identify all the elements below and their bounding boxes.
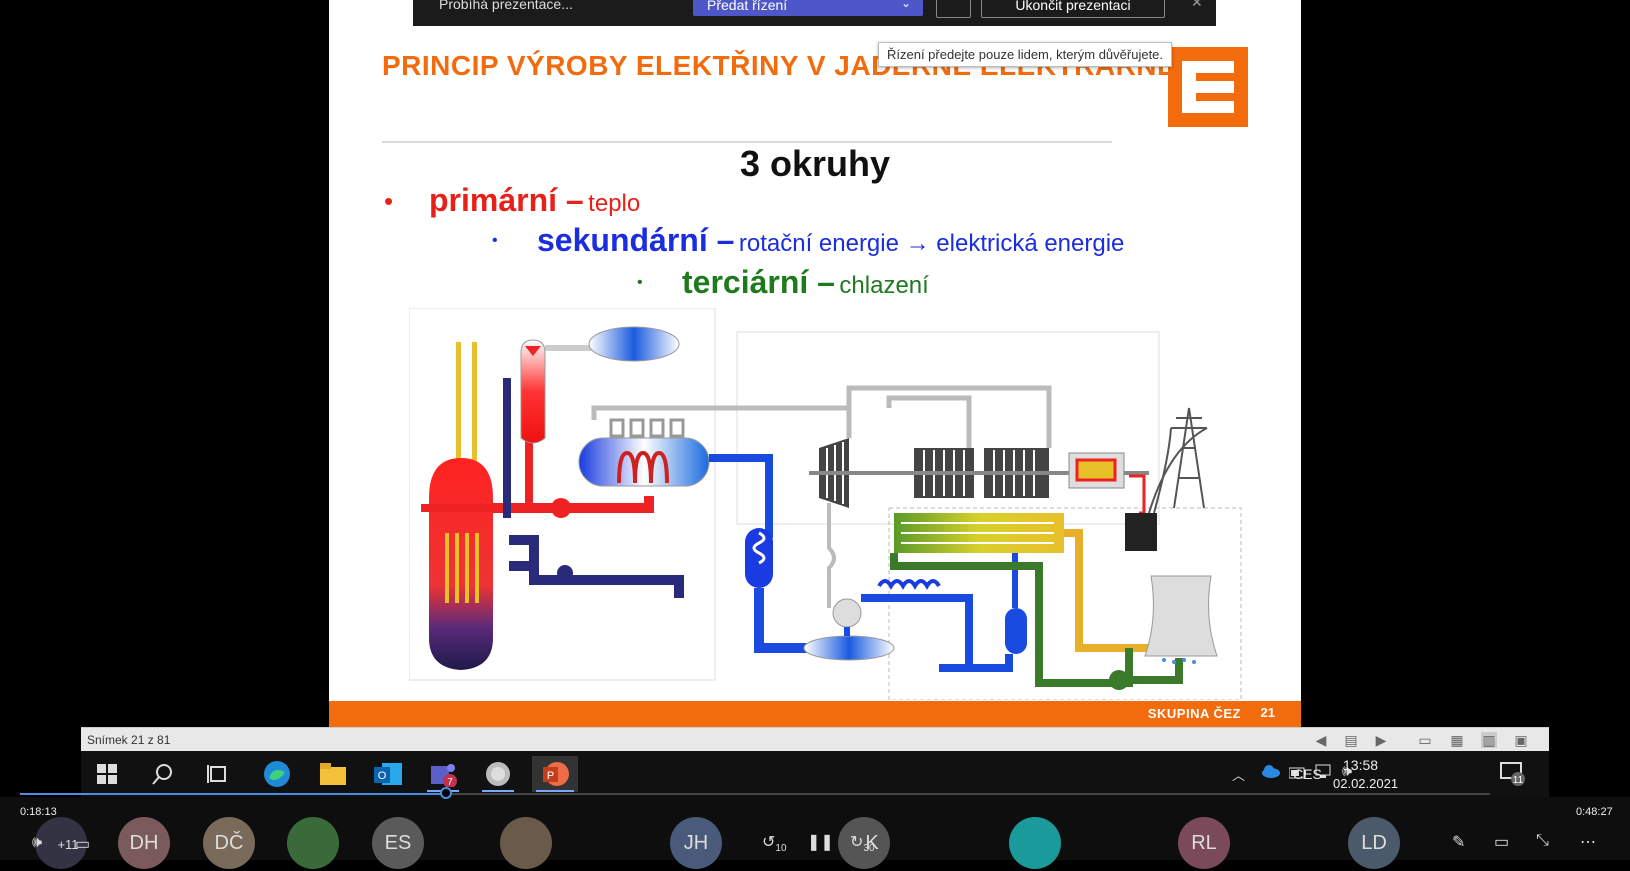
slideshow-icon[interactable]: ▣: [1514, 732, 1528, 748]
bullet-tertiary: • terciární – chlazení: [637, 264, 929, 300]
participant-avatar[interactable]: ES: [372, 817, 424, 869]
skip-back-icon[interactable]: ↺10: [762, 834, 787, 855]
participant-avatar-image[interactable]: [1009, 817, 1061, 869]
slide-footer: SKUPINA ČEZ 21: [329, 701, 1301, 727]
elapsed-time: 0:18:13: [20, 806, 57, 818]
handover-tooltip: Řízení předejte pouze lidem, kterým důvě…: [878, 42, 1173, 67]
playback-progress-fill: [20, 793, 447, 795]
previous-slide-icon[interactable]: ◀: [1315, 732, 1327, 748]
participant-avatar-photo[interactable]: [500, 817, 552, 869]
bullet-secondary-strong: sekundární –: [537, 222, 735, 258]
participant-avatar[interactable]: JH: [670, 817, 722, 869]
volume-icon[interactable]: 🕪: [1342, 763, 1353, 780]
normal-view-icon[interactable]: ▭: [1418, 732, 1432, 748]
footer-brand: SKUPINA ČEZ: [1147, 706, 1241, 721]
remaining-time: 0:48:27: [1576, 806, 1613, 818]
chevron-up-icon[interactable]: ︿: [1232, 768, 1246, 783]
skip-forward-icon[interactable]: ↻30: [850, 834, 875, 855]
svg-text:P: P: [547, 770, 554, 782]
bullet-primary-text: teplo: [588, 190, 641, 217]
notification-count: 11: [1513, 775, 1524, 786]
search-icon[interactable]: [143, 756, 183, 792]
more-participants-count: +11: [57, 837, 79, 852]
clock-date[interactable]: 02.02.2021: [1333, 776, 1399, 791]
presenting-status: Probíhá prezentace...: [439, 0, 573, 12]
presenter-toolbar: Probíhá prezentace... Předat řízení ⌄ Uk…: [413, 0, 1216, 26]
task-view-icon[interactable]: [198, 756, 238, 792]
participant-avatar[interactable]: RL: [1178, 817, 1230, 869]
next-slide-icon[interactable]: ▶: [1375, 732, 1387, 748]
collapse-icon[interactable]: ⤡: [1536, 832, 1549, 849]
windows-start-icon[interactable]: [87, 756, 127, 792]
close-icon[interactable]: ✕: [1191, 0, 1203, 10]
presentation-slide: PRINCIP VÝROBY ELEKTŘINY V JADERNÉ ELEKT…: [329, 0, 1301, 727]
windows-taskbar: O 7 P ︿ 🕪 CES 13:58 02.02.2021 11: [81, 751, 1549, 797]
end-presentation-button[interactable]: Ukončit prezentaci: [981, 0, 1165, 18]
teams-badge: 7: [447, 777, 453, 787]
edge-browser-icon[interactable]: [257, 756, 297, 792]
bullet-secondary-text: rotační energie → elektrická energie: [738, 230, 1125, 257]
slide-counter: Snímek 21 z 81: [87, 733, 171, 747]
title-divider: [382, 141, 1112, 143]
pen-icon[interactable]: ✎: [1452, 834, 1466, 851]
bullet-secondary: • sekundární – rotační energie → elektri…: [492, 222, 1125, 258]
language-indicator[interactable]: CES: [1293, 766, 1322, 782]
handover-label: Předat řízení: [707, 0, 788, 13]
volume-icon[interactable]: 🕪: [32, 834, 43, 851]
file-explorer-icon[interactable]: [313, 756, 353, 792]
participant-avatar-pepe[interactable]: [287, 817, 339, 869]
battery-icon[interactable]: [1288, 766, 1307, 784]
more-options-icon[interactable]: ⋯: [1580, 834, 1596, 851]
network-icon[interactable]: [1315, 764, 1335, 785]
outlook-icon[interactable]: O: [368, 756, 408, 792]
slide-heading: 3 okruhy: [739, 143, 891, 184]
onedrive-icon[interactable]: [1261, 764, 1281, 783]
teams-icon[interactable]: 7: [423, 756, 463, 792]
bullet-tertiary-strong: terciární –: [682, 264, 835, 300]
captions-icon[interactable]: ▭: [75, 836, 91, 853]
pause-icon[interactable]: ❚❚: [807, 834, 834, 851]
handover-control-dropdown[interactable]: Předat řízení ⌄: [693, 0, 923, 16]
svg-text:O: O: [378, 770, 387, 782]
app-icon[interactable]: [478, 756, 518, 792]
picture-in-picture-icon[interactable]: ▭: [1494, 834, 1510, 851]
cez-logo: [1168, 47, 1248, 127]
slide-page-number: 21: [1260, 705, 1275, 720]
stop-control-icon[interactable]: [936, 0, 971, 18]
bullet-tertiary-text: chlazení: [839, 272, 929, 299]
playback-progress-track[interactable]: [20, 793, 1490, 795]
notifications-icon[interactable]: 11: [1500, 761, 1526, 792]
nuclear-plant-diagram: [409, 308, 1242, 700]
chevron-down-icon: ⌄: [900, 0, 911, 10]
powerpoint-icon[interactable]: P: [532, 756, 578, 792]
participant-avatar[interactable]: DČ: [203, 817, 255, 869]
slide-sorter-icon[interactable]: ▦: [1450, 732, 1464, 748]
bullet-primary-strong: primární –: [429, 182, 584, 218]
participant-avatar[interactable]: DH: [118, 817, 170, 869]
bullet-primary: • primární – teplo: [384, 182, 641, 218]
participant-avatar[interactable]: LD: [1348, 817, 1400, 869]
notes-icon[interactable]: ▤: [1344, 732, 1358, 748]
clock-time[interactable]: 13:58: [1343, 757, 1379, 773]
playback-progress-handle[interactable]: [440, 787, 453, 799]
reading-view-icon[interactable]: ▥: [1481, 732, 1497, 748]
powerpoint-status-bar: Snímek 21 z 81 ◀ ▤ ▶ ▭ ▦ ▥ ▣: [81, 727, 1549, 752]
